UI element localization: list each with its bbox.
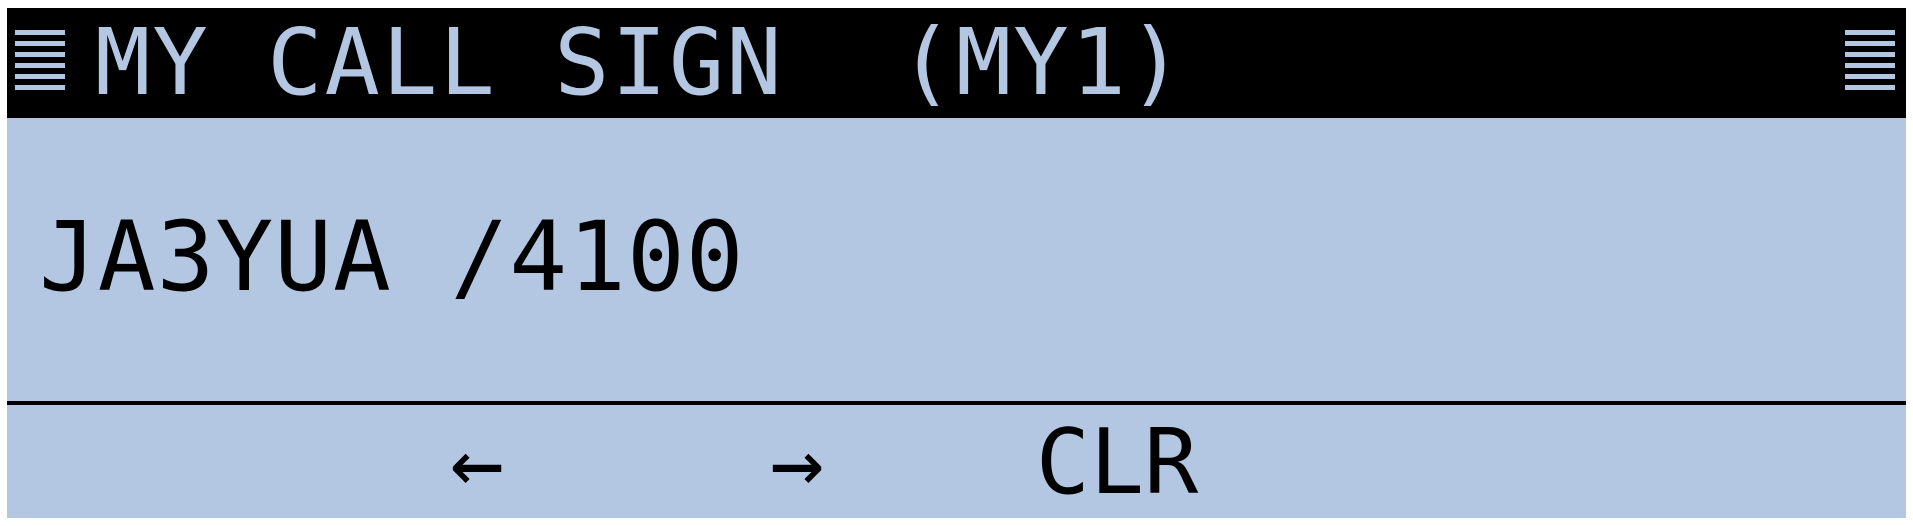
softkey-divider (7, 401, 1906, 405)
menu-lines-icon (1845, 30, 1895, 112)
lcd-screen: MY CALL SIGN (MY1) JA3YUA /4100 ← → CLR (7, 8, 1906, 518)
cursor-right-button[interactable]: → (769, 410, 825, 515)
clear-button[interactable]: CLR (1035, 410, 1199, 515)
menu-lines-icon (15, 30, 65, 112)
callsign-value[interactable]: JA3YUA /4100 (39, 201, 745, 313)
title-bar: MY CALL SIGN (MY1) (7, 8, 1906, 118)
cursor-left-button[interactable]: ← (449, 410, 505, 515)
screen-title: MY CALL SIGN (MY1) (95, 9, 1186, 116)
